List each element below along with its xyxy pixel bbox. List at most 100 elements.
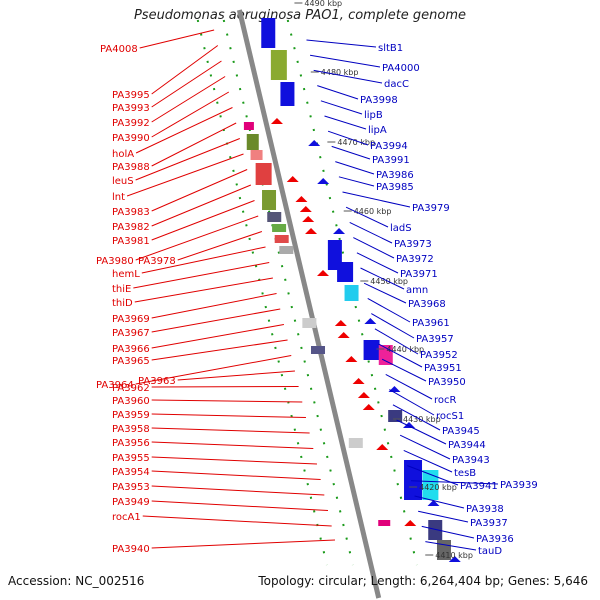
right-gene-label[interactable]: rocR <box>434 395 457 406</box>
left-gene-label[interactable]: PA3969 <box>112 314 150 325</box>
left-gene-label[interactable]: PA3993 <box>112 103 150 114</box>
left-gene-label[interactable]: PA3960 <box>112 396 150 407</box>
left-gene-label[interactable]: rocA1 <box>112 512 141 523</box>
left-gene-label[interactable]: PA3967 <box>112 328 150 339</box>
right-gene-label[interactable]: lipB <box>364 110 383 121</box>
left-gene-label[interactable]: PA3995 <box>112 90 150 101</box>
right-gene-label[interactable]: lipA <box>368 125 387 136</box>
left-gene-label[interactable]: PA3953 <box>112 482 150 493</box>
kbp-tick-label: 4470 kbp <box>337 138 375 147</box>
gene-block <box>348 438 363 448</box>
left-gene-label[interactable]: PA3962 <box>112 383 150 394</box>
left-leader-line <box>151 184 252 227</box>
left-gene-label[interactable]: PA3992 <box>112 118 150 129</box>
left-gene-label[interactable]: PA3964 <box>96 380 134 391</box>
left-gene-label[interactable]: PA4008 <box>100 44 138 55</box>
right-gene-label[interactable]: PA3973 <box>394 239 432 250</box>
right-strand-arrow <box>308 140 321 146</box>
right-gene-label[interactable]: PA3938 <box>466 504 504 515</box>
right-leader-line <box>403 449 453 473</box>
left-gene-label[interactable]: PA3980 <box>96 256 134 267</box>
right-strand-arrow <box>427 500 440 506</box>
left-gene-label[interactable]: PA3959 <box>112 410 150 421</box>
gene-block <box>261 18 276 48</box>
right-leader-line <box>335 161 375 175</box>
left-gene-label[interactable]: hemL <box>112 269 140 280</box>
left-leader-line <box>151 441 314 449</box>
left-strand-arrow <box>337 332 350 338</box>
right-gene-label[interactable]: PA3986 <box>376 170 414 181</box>
left-strand-arrow <box>270 118 283 124</box>
right-gene-label[interactable]: PA3957 <box>416 334 454 345</box>
left-gene-label[interactable]: PA3982 <box>112 222 150 233</box>
right-gene-label[interactable]: PA3951 <box>424 363 462 374</box>
gene-block <box>311 346 326 354</box>
left-gene-label[interactable]: PA3958 <box>112 424 150 435</box>
right-gene-label[interactable]: PA3961 <box>412 318 450 329</box>
right-gene-label[interactable]: PA3945 <box>442 426 480 437</box>
right-gene-label[interactable]: PA3991 <box>372 155 410 166</box>
right-gene-label[interactable]: amn <box>406 285 428 296</box>
right-leader-line <box>317 85 359 100</box>
left-gene-label[interactable]: leuS <box>112 176 134 187</box>
right-gene-label[interactable]: PA3972 <box>396 254 434 265</box>
right-leader-line <box>374 328 419 355</box>
gene-block <box>274 235 289 243</box>
right-leader-line <box>327 130 369 146</box>
right-leader-line <box>324 115 367 130</box>
right-gene-label[interactable]: PA3952 <box>420 350 458 361</box>
right-gene-label[interactable]: PA3979 <box>412 203 450 214</box>
left-gene-label[interactable]: thiE <box>112 284 131 295</box>
gene-block <box>388 410 403 422</box>
right-leader-line <box>410 480 499 485</box>
right-gene-label[interactable]: sltB1 <box>378 43 403 54</box>
left-gene-label[interactable]: PA3965 <box>112 356 150 367</box>
right-gene-label[interactable]: PA3936 <box>476 534 514 545</box>
right-gene-label[interactable]: PA3998 <box>360 95 398 106</box>
left-gene-label[interactable]: PA3963 <box>138 376 176 387</box>
left-gene-label[interactable]: lnt <box>112 192 125 203</box>
right-strand-arrow <box>448 556 461 562</box>
left-gene-label[interactable]: PA3940 <box>112 544 150 555</box>
left-gene-label[interactable]: holA <box>112 149 134 160</box>
left-leader-line <box>151 91 230 138</box>
right-gene-label[interactable]: PA3941 <box>460 481 498 492</box>
gene-block <box>270 50 287 80</box>
left-gene-label[interactable]: PA3978 <box>138 256 176 267</box>
left-gene-label[interactable]: PA3966 <box>112 344 150 355</box>
right-leader-line <box>356 252 399 274</box>
gene-block <box>246 134 259 150</box>
left-leader-line <box>151 413 306 418</box>
right-gene-label[interactable]: ladS <box>390 223 412 234</box>
right-gene-label[interactable]: PA3994 <box>370 141 408 152</box>
right-gene-label[interactable]: PA3939 <box>500 480 538 491</box>
left-gene-label[interactable]: PA3955 <box>112 453 150 464</box>
right-gene-label[interactable]: PA3985 <box>376 182 414 193</box>
right-gene-label[interactable]: PA3944 <box>448 440 486 451</box>
left-leader-line <box>139 29 215 49</box>
left-gene-label[interactable]: PA3981 <box>112 236 150 247</box>
right-gene-label[interactable]: tesB <box>454 468 476 479</box>
left-gene-label[interactable]: PA3954 <box>112 467 150 478</box>
left-leader-line <box>151 456 317 465</box>
right-gene-label[interactable]: rocS1 <box>436 411 464 422</box>
right-gene-label[interactable]: PA3968 <box>408 299 446 310</box>
right-gene-label[interactable]: PA4000 <box>382 63 420 74</box>
left-gene-label[interactable]: PA3983 <box>112 207 150 218</box>
right-gene-label[interactable]: PA3937 <box>470 518 508 529</box>
right-gene-label[interactable]: tauD <box>478 546 502 557</box>
left-gene-label[interactable]: PA3949 <box>112 497 150 508</box>
right-leader-line <box>306 39 377 48</box>
left-strand-arrow <box>299 206 312 212</box>
kbp-tick-label: 4430 kbp <box>403 415 441 424</box>
left-gene-label[interactable]: PA3988 <box>112 162 150 173</box>
left-gene-label[interactable]: PA3990 <box>112 133 150 144</box>
left-leader-line <box>135 107 233 154</box>
left-leader-line <box>151 399 303 403</box>
right-gene-label[interactable]: PA3950 <box>428 377 466 388</box>
right-gene-label[interactable]: PA3971 <box>400 269 438 280</box>
right-gene-label[interactable]: PA3943 <box>452 455 490 466</box>
left-gene-label[interactable]: thiD <box>112 298 133 309</box>
right-gene-label[interactable]: dacC <box>384 79 409 90</box>
left-gene-label[interactable]: PA3956 <box>112 438 150 449</box>
